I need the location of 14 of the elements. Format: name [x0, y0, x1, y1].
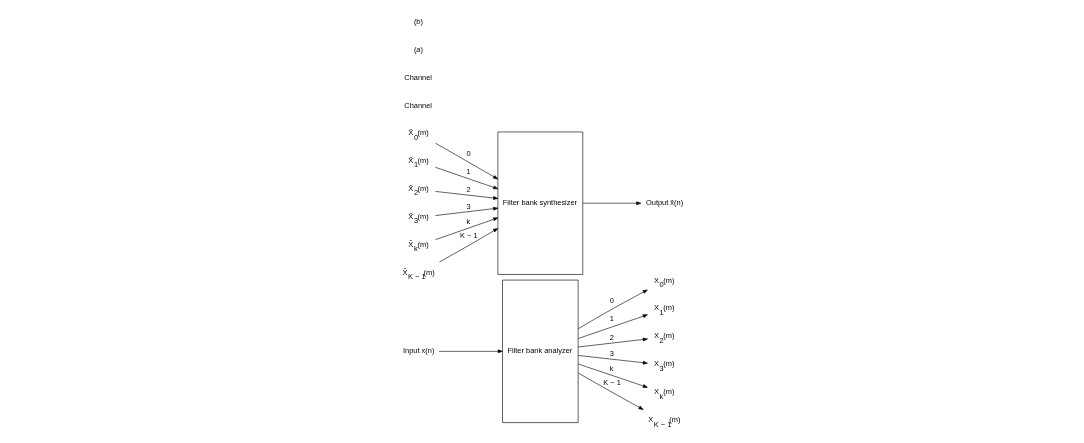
- arrow: [434, 167, 498, 190]
- arrow: [577, 289, 648, 330]
- arrow: [434, 206, 498, 216]
- arrow: [577, 355, 648, 365]
- arrow: [577, 314, 648, 339]
- arrow: [582, 201, 641, 206]
- arrow: [434, 142, 498, 180]
- arrow: [438, 228, 498, 263]
- arrow: [577, 363, 648, 388]
- arrow: [434, 191, 498, 200]
- arrow: [434, 217, 498, 240]
- arrow: [438, 349, 503, 354]
- arrow: [577, 337, 648, 348]
- arrow: [577, 372, 643, 410]
